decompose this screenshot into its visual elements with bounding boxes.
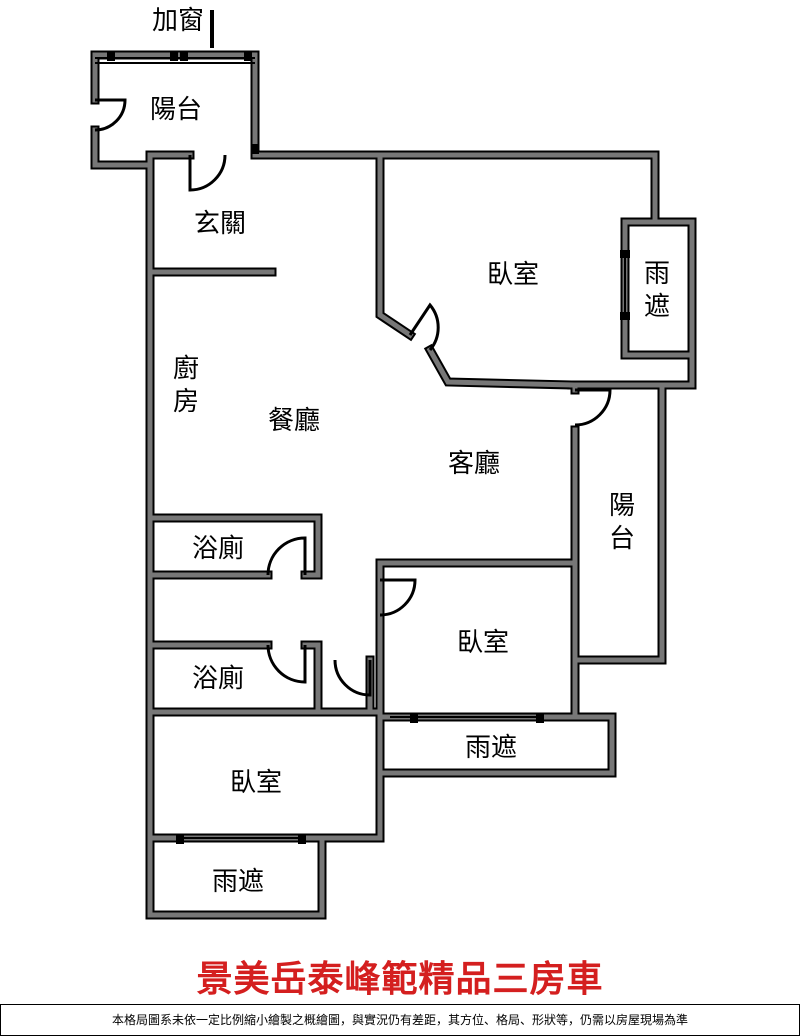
floor-plan bbox=[90, 10, 697, 920]
room-label-balcony-top: 陽台 bbox=[150, 95, 203, 125]
door-entrance bbox=[188, 154, 227, 192]
door-balcony-top bbox=[94, 98, 127, 132]
room-label-kitchen: 廚房 bbox=[172, 354, 199, 417]
bath2-wall bbox=[145, 640, 385, 717]
plan-title: 景美岳泰峰範精品三房車 bbox=[196, 958, 604, 1000]
room-label-bedroom-bottom: 臥室 bbox=[230, 768, 283, 798]
room-label-bath-1: 浴廁 bbox=[192, 534, 245, 564]
add-window-label: 加窗 bbox=[152, 6, 205, 36]
door-bedroom-mid bbox=[379, 578, 417, 617]
door-bedroom-main bbox=[408, 302, 440, 351]
room-label-entrance: 玄關 bbox=[194, 209, 247, 239]
room-label-canopy-mid: 雨遮 bbox=[465, 733, 518, 763]
door-bath-2 bbox=[266, 644, 307, 684]
door-bath-1 bbox=[266, 536, 307, 576]
disclaimer-text: 本格局圖系未依一定比例縮小繪製之概繪圖，與實況仍有差距，其方位、格局、形狀等，仍… bbox=[0, 1004, 800, 1036]
window-jambs bbox=[107, 51, 630, 844]
room-label-bedroom-mid: 臥室 bbox=[457, 628, 510, 658]
room-label-living: 客廳 bbox=[448, 449, 501, 479]
door-balcony-right bbox=[574, 388, 612, 427]
doors bbox=[94, 98, 612, 697]
room-label-balcony-right: 陽台 bbox=[608, 491, 635, 554]
room-label-canopy-right: 雨遮 bbox=[643, 259, 670, 322]
room-label-bath-2: 浴廁 bbox=[192, 664, 245, 694]
room-label-dining: 餐廳 bbox=[268, 406, 321, 436]
room-label-canopy-bottom: 雨遮 bbox=[212, 867, 265, 897]
walls bbox=[90, 50, 697, 920]
add-window-marker bbox=[210, 10, 214, 48]
bedroom-main-wall bbox=[375, 150, 577, 390]
room-label-bedroom-main: 臥室 bbox=[487, 260, 540, 290]
door-bedroom-bottom-bath bbox=[333, 659, 372, 697]
